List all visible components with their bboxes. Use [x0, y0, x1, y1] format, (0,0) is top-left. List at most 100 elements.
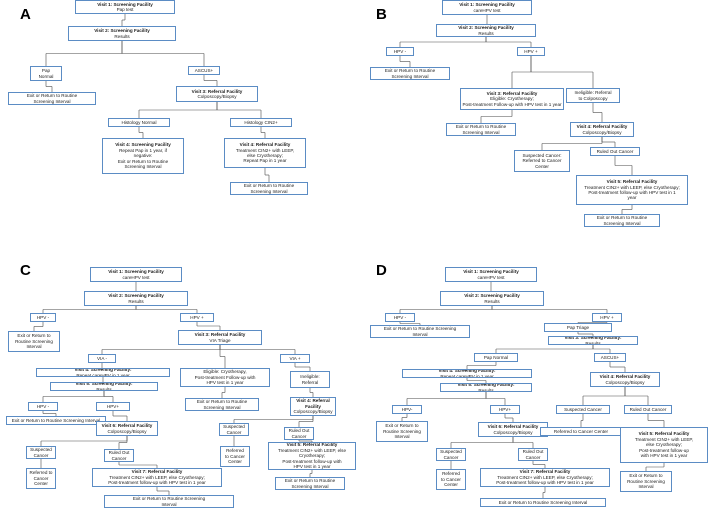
flow-node-c7: VIA -: [88, 354, 116, 363]
flow-node-text: Exit or Return to Routine Screening Inte…: [627, 473, 665, 490]
flow-node-text: Ineligible: Referral to Colposcopy: [574, 90, 612, 101]
flow-node-d8: Pap Normal: [474, 353, 518, 362]
flow-node-text: Results: [478, 30, 494, 36]
flow-node-title: Visit 2: Screening Facility: [464, 293, 520, 299]
flow-node-c9: VIA +: [280, 354, 310, 363]
flow-node-c24: Ruled Out Cancer: [104, 449, 134, 462]
flow-node-text: VIA +: [289, 355, 301, 361]
flow-node-text: Suspected Cancer: [564, 406, 602, 412]
flow-node-title: Visit 5: Screening Facility:: [457, 383, 515, 388]
flow-node-d7: Visit 3: Screening Facility:Results: [548, 336, 638, 345]
flow-node-text: Exit or Return to Routine Screening Inte…: [11, 417, 101, 423]
flow-node-text: careHPV test: [473, 7, 501, 13]
flow-node-text: Treatment CIN2+ with LEEP, else Cryother…: [496, 474, 594, 486]
flow-node-text: Ruled Out Cancer: [522, 449, 544, 460]
flow-node-text: Colposcopy/Biopsy: [107, 428, 147, 434]
flow-node-title: Visit 2: Screening Facility: [458, 25, 514, 31]
flow-node-text: Repeat Pap in 1 year, if negative: Exit …: [117, 147, 169, 170]
flow-node-text: ASCUS+: [600, 354, 620, 360]
flow-node-text: Results: [484, 298, 500, 304]
flow-node-text: Pap test: [116, 7, 134, 12]
flow-node-text: Ruled Out Cancer: [629, 406, 667, 412]
flow-node-text: Ruled Out Cancer: [596, 148, 634, 154]
flow-node-text: Pap Normal: [483, 354, 509, 360]
flow-node-d13: HPV-: [392, 405, 422, 414]
flow-node-c8: Eligible: Cryotherapy, Post-treatment Fo…: [180, 368, 270, 387]
flow-node-text: Results: [478, 387, 494, 392]
flow-node-title: Visit 5: Referral Facility: [638, 431, 690, 437]
panel-label-a: A: [20, 6, 31, 23]
flow-node-title: Visit 4: Referral Facility: [239, 142, 291, 148]
flow-node-text: Referred to Cancer Center: [441, 471, 461, 488]
flow-node-text: Colposcopy/Biopsy: [293, 409, 333, 415]
flow-node-title: Visit 6: Referral Facility: [487, 424, 539, 430]
flow-node-text: HPV -: [393, 314, 407, 320]
flow-node-c17: Exit or Return to Routine Screening Inte…: [6, 416, 106, 425]
flow-node-text: Repeat careHPV in 1 year: [76, 372, 130, 377]
flow-node-text: Colposcopy/Biopsy: [197, 94, 237, 99]
flow-node-text: Eligible: Cryotherapy; Post-treatment Fo…: [462, 96, 562, 107]
flow-node-c13: Exit or Return to Routine Screening Inte…: [185, 398, 259, 411]
flow-node-d17: Exit or Return to Routine Screening Inte…: [376, 421, 428, 442]
flow-node-c11: Ineligible: Referral: [290, 371, 330, 388]
flow-node-text: Pap Triage: [566, 324, 590, 330]
flow-node-b3: HPV -: [386, 47, 414, 56]
flow-node-text: Repeat careHPV in 1 year: [440, 373, 494, 378]
flow-node-text: Treatment CIN2+ with LEEP, else Cryother…: [108, 474, 206, 486]
flow-node-c3: HPV -: [30, 313, 56, 322]
flow-node-b5: Exit or Return to Routine Screening Inte…: [370, 67, 450, 80]
flow-node-text: Exit or Return to Routine Screening Inte…: [132, 496, 206, 507]
flow-node-text: Ineligible: Referral: [300, 374, 320, 385]
flow-node-text: Exit or Return to Routine Screening Inte…: [26, 93, 78, 104]
panel-label-b: B: [376, 6, 387, 23]
flow-node-title: Visit 5: Referral Facility: [606, 179, 658, 185]
flow-node-c5: Exit or Return to Routine Screening Inte…: [8, 331, 60, 352]
flow-node-text: careHPV test: [477, 274, 505, 280]
flow-node-b7: Ineligible: Referral to Colposcopy: [566, 88, 620, 103]
flow-node-c15: HPV+: [96, 402, 130, 411]
flow-node-d21: Suspected Cancer: [436, 448, 466, 461]
flow-node-text: Exit or Return to Routine Screening Inte…: [15, 333, 53, 350]
flow-node-text: Suspected Cancer: Referred to Cancer Cen…: [522, 152, 562, 169]
flow-node-a5: Exit or Return to Routine Screening Inte…: [8, 92, 96, 105]
flow-node-title: Visit 2: Screening Facility: [108, 293, 164, 299]
flow-node-d6: Pap Triage: [544, 323, 612, 332]
flow-node-d16: Ruled Out Cancer: [624, 405, 672, 414]
flow-node-title: Visit 4: Referral Facility: [576, 124, 628, 130]
flow-node-title: Visit 4: Screening Facility: [115, 142, 171, 148]
flow-node-text: Results: [128, 298, 144, 304]
flow-node-title: Visit 4: Screening Facility:: [74, 368, 132, 373]
flow-node-d9: ASCUS+: [594, 353, 626, 362]
flow-node-title: Visit 7: Referral Facility: [131, 469, 183, 475]
flow-node-text: Results: [114, 33, 130, 39]
flow-node-d23: Referred to Cancer Center: [436, 469, 466, 490]
flow-node-text: Colposcopy/Biopsy: [493, 429, 533, 435]
flow-node-a7: Histology Normal: [108, 118, 170, 127]
flow-node-title: Visit 4: Referral Facility: [296, 398, 330, 409]
flow-node-b4: HPV +: [517, 47, 545, 56]
flow-node-text: Exit or Return to Routine Screening Inte…: [596, 215, 648, 226]
flow-node-text: Suspected Cancer: [223, 424, 245, 435]
flow-node-b8: Exit or Return to Routine Screening Inte…: [446, 123, 516, 136]
flow-node-b10: Suspected Cancer: Referred to Cancer Cen…: [514, 150, 570, 172]
flow-node-c21: Referred to Cancer Center: [220, 446, 250, 467]
flow-node-text: Exit or Return to Routine Screening Inte…: [284, 478, 336, 489]
flow-node-title: Visit 5: Screening Facility:: [75, 382, 133, 387]
flow-node-text: Treatment CIN2+ with LEEP, else Cryother…: [277, 447, 347, 470]
flow-node-text: Exit or Return to Routine Screening Inte…: [498, 499, 588, 505]
flow-node-title: Visit 1: Screening Facility: [463, 269, 519, 275]
